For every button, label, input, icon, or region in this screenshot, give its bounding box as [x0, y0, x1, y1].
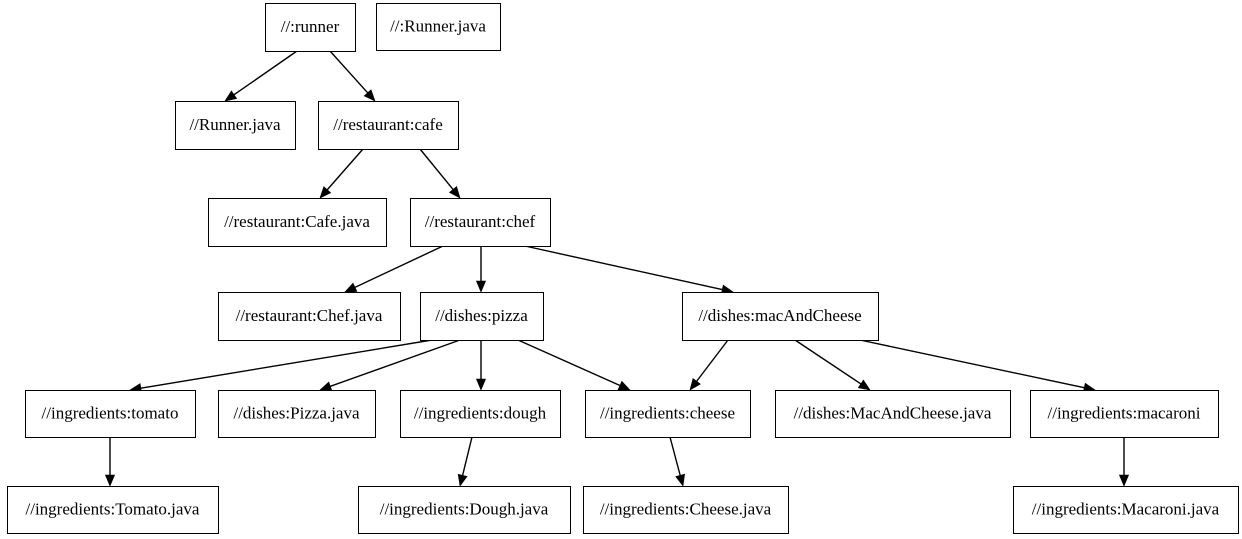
- node-box[interactable]: [357, 485, 572, 535]
- graph-node[interactable]: //restaurant:Cafe.java: [207, 197, 388, 248]
- node-label: //ingredients:tomato: [42, 403, 179, 422]
- graph-edge: [329, 50, 376, 102]
- graph-node[interactable]: //dishes:macAndCheese: [681, 291, 880, 342]
- node-box[interactable]: [375, 2, 502, 52]
- node-box[interactable]: [6, 485, 220, 535]
- arrowhead-icon: [675, 473, 685, 487]
- node-label: //restaurant:chef: [425, 212, 536, 231]
- graph-node[interactable]: //ingredients:Dough.java: [357, 485, 572, 535]
- node-box[interactable]: [1029, 389, 1220, 439]
- node-box[interactable]: [582, 485, 790, 535]
- graph-node[interactable]: //restaurant:chef: [409, 197, 552, 248]
- graph-edge: [319, 339, 461, 391]
- graph-edge: [344, 245, 444, 293]
- node-label: //ingredients:Tomato.java: [26, 499, 200, 518]
- node-label: //ingredients:cheese: [600, 403, 735, 422]
- arrowhead-icon: [319, 381, 333, 391]
- node-box[interactable]: [774, 389, 1012, 439]
- graph-edge: [475, 340, 487, 391]
- node-box[interactable]: [207, 197, 388, 248]
- arrowhead-icon: [457, 473, 468, 487]
- arrowhead-icon: [857, 379, 871, 391]
- node-box[interactable]: [681, 291, 880, 342]
- node-label: //restaurant:Chef.java: [236, 306, 383, 325]
- node-box[interactable]: [217, 389, 377, 439]
- graph-node[interactable]: //Runner.java: [174, 100, 297, 151]
- arrowhead-icon: [224, 90, 238, 102]
- node-label: //dishes:MacAndCheese.java: [794, 403, 992, 422]
- arrowhead-icon: [363, 89, 376, 102]
- node-label: //:runner: [281, 17, 340, 36]
- graph-node[interactable]: //restaurant:cafe: [317, 100, 460, 151]
- graph-edge: [457, 436, 473, 487]
- node-label: //dishes:pizza: [435, 306, 528, 325]
- node-label: //dishes:macAndCheese: [698, 306, 861, 325]
- node-box[interactable]: [1012, 485, 1240, 535]
- arrowhead-icon: [319, 186, 332, 199]
- nodes-layer: //:runner //:Runner.java //Runner.java //re…: [6, 2, 1240, 535]
- node-box[interactable]: [317, 100, 460, 151]
- node-box[interactable]: [264, 2, 357, 53]
- graph-node[interactable]: //ingredients:Tomato.java: [6, 485, 220, 535]
- node-box[interactable]: [217, 291, 402, 342]
- graph-edge: [104, 437, 116, 487]
- graph-node[interactable]: //ingredients:macaroni: [1029, 389, 1220, 439]
- node-label: //dishes:Pizza.java: [233, 403, 360, 422]
- node-label: //ingredients:Macaroni.java: [1032, 499, 1220, 518]
- graph-edge: [419, 148, 461, 199]
- node-box[interactable]: [409, 197, 552, 248]
- node-label: //:Runner.java: [390, 16, 486, 35]
- graph-node[interactable]: //dishes:MacAndCheese.java: [774, 389, 1012, 439]
- graph-edge: [517, 339, 631, 391]
- graph-node[interactable]: //ingredients:Macaroni.java: [1012, 485, 1240, 535]
- node-label: //ingredients:dough: [414, 403, 547, 422]
- graph-node[interactable]: //ingredients:Cheese.java: [582, 485, 790, 535]
- node-box[interactable]: [584, 389, 752, 439]
- node-label: //restaurant:cafe: [333, 115, 443, 134]
- graph-edge: [319, 148, 364, 199]
- graph-edge: [524, 245, 734, 295]
- graph-edge: [1118, 437, 1130, 487]
- graph-node[interactable]: //ingredients:cheese: [584, 389, 752, 439]
- node-label: //ingredients:Dough.java: [380, 499, 549, 518]
- arrowhead-icon: [475, 378, 487, 391]
- graph-edge: [224, 50, 298, 102]
- graph-node[interactable]: //ingredients:tomato: [24, 389, 197, 439]
- node-box[interactable]: [399, 389, 562, 439]
- arrowhead-icon: [475, 280, 487, 293]
- arrowhead-icon: [1118, 474, 1130, 487]
- node-label: //ingredients:Cheese.java: [600, 499, 772, 518]
- arrowhead-icon: [689, 377, 701, 391]
- node-box[interactable]: [419, 291, 545, 342]
- graph-edge: [859, 339, 1096, 393]
- graph-edge: [794, 339, 871, 391]
- graph-node[interactable]: //:runner: [264, 2, 357, 53]
- arrowhead-icon: [617, 380, 631, 391]
- graph-edge: [669, 436, 685, 487]
- arrowhead-icon: [344, 282, 358, 293]
- node-label: //Runner.java: [189, 115, 281, 134]
- graph-node[interactable]: //dishes:Pizza.java: [217, 389, 377, 439]
- graph-node[interactable]: //:Runner.java: [375, 2, 502, 52]
- node-label: //ingredients:macaroni: [1048, 403, 1201, 422]
- graph-edge: [689, 339, 729, 391]
- arrowhead-icon: [104, 474, 116, 487]
- node-box[interactable]: [174, 100, 297, 151]
- graph-node[interactable]: //dishes:pizza: [419, 291, 545, 342]
- node-label: //restaurant:Cafe.java: [224, 212, 370, 231]
- graph-node[interactable]: //ingredients:dough: [399, 389, 562, 439]
- graph-node[interactable]: //restaurant:Chef.java: [217, 291, 402, 342]
- node-box[interactable]: [24, 389, 197, 439]
- arrowhead-icon: [448, 186, 461, 199]
- graph-edge: [475, 246, 487, 293]
